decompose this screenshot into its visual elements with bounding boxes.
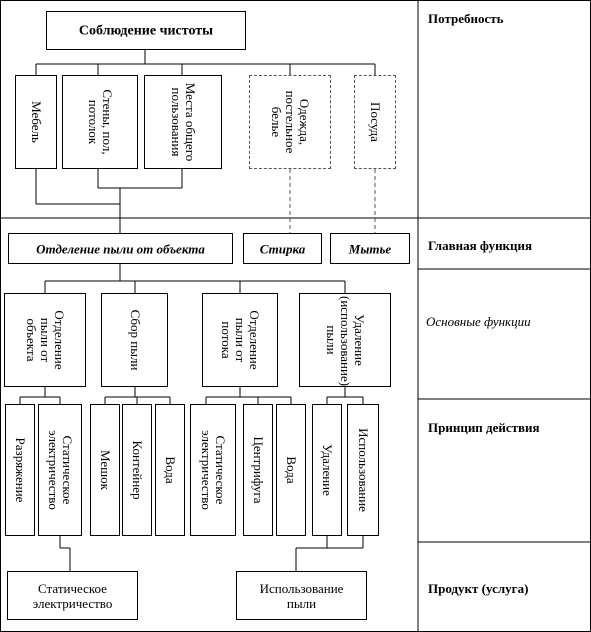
main-function-dust-box: Отделение пыли от объекта <box>8 233 233 264</box>
need-box: Соблюдение чистоты <box>46 11 246 50</box>
level-principle-label: Принцип действия <box>428 420 540 435</box>
product-label: Использование пыли <box>259 580 344 611</box>
principle-label: Статическое электричество <box>199 430 228 510</box>
object-label: Одежда, постельное белье <box>269 90 312 154</box>
basic-box-collect: Сбор пыли <box>101 293 168 387</box>
main-function-dish-box: Мытье <box>330 233 410 264</box>
principle-box-usage: Использование <box>347 404 379 536</box>
need-label: Соблюдение чистоты <box>78 23 214 38</box>
object-box-common-areas: Места общего пользования <box>144 75 222 169</box>
main-function-wash-box: Стирка <box>243 233 322 264</box>
principle-label: Мешок <box>98 450 113 490</box>
level-main-function-label: Главная функция <box>428 238 533 253</box>
object-label: Стены, пол, потолок <box>86 89 115 155</box>
principle-box-water-2: Вода <box>276 404 306 536</box>
principle-box-container: Контейнер <box>122 404 152 536</box>
basic-label: Удаление (использование) пыли <box>324 296 367 387</box>
level-product-label: Продукт (услуга) <box>428 581 529 596</box>
principle-box-static-1: Статическое электричество <box>38 404 82 536</box>
principle-box-removal: Удаление <box>312 404 342 536</box>
main-function-wash: Стирка <box>259 241 306 256</box>
object-label: Места общего пользования <box>169 82 198 162</box>
product-box-static: Статическое электричество <box>7 571 138 620</box>
main-function-dish: Мытье <box>348 241 392 256</box>
principle-label: Центрифуга <box>251 436 266 504</box>
product-box-dust-use: Использование пыли <box>236 571 367 620</box>
principle-label: Статическое электричество <box>46 430 75 510</box>
principle-label: Вода <box>163 456 178 484</box>
object-label: Посуда <box>368 102 383 142</box>
object-box-clothes: Одежда, постельное белье <box>249 75 331 169</box>
principle-box-water-1: Вода <box>155 404 185 536</box>
basic-label: Отделение пыли от потока <box>219 310 262 370</box>
basic-label: Отделение пыли от объекта <box>24 310 67 370</box>
main-function-dust: Отделение пыли от объекта <box>36 241 205 256</box>
object-box-furniture: Мебель <box>15 75 57 169</box>
level-need-label: Потребность <box>428 11 504 26</box>
object-label: Мебель <box>29 101 44 143</box>
object-box-dishes: Посуда <box>354 75 396 169</box>
basic-box-remove-use: Удаление (использование) пыли <box>299 293 391 387</box>
object-box-walls: Стены, пол, потолок <box>62 75 138 169</box>
basic-label: Сбор пыли <box>127 309 143 371</box>
principle-box-vacuum: Разряжение <box>5 404 35 536</box>
principle-label: Контейнер <box>130 440 145 500</box>
basic-box-separate-flow: Отделение пыли от потока <box>202 293 278 387</box>
product-label: Статическое электричество <box>32 580 113 611</box>
level-basic-functions-label: Основные функции <box>426 314 531 329</box>
basic-box-separate-object: Отделение пыли от объекта <box>4 293 86 387</box>
principle-label: Вода <box>284 456 299 484</box>
principle-label: Использование <box>356 428 371 512</box>
principle-label: Удаление <box>320 444 335 496</box>
principle-box-centrifuge: Центрифуга <box>243 404 273 536</box>
principle-box-bag: Мешок <box>90 404 120 536</box>
principle-box-static-2: Статическое электричество <box>190 404 236 536</box>
principle-label: Разряжение <box>13 437 28 503</box>
